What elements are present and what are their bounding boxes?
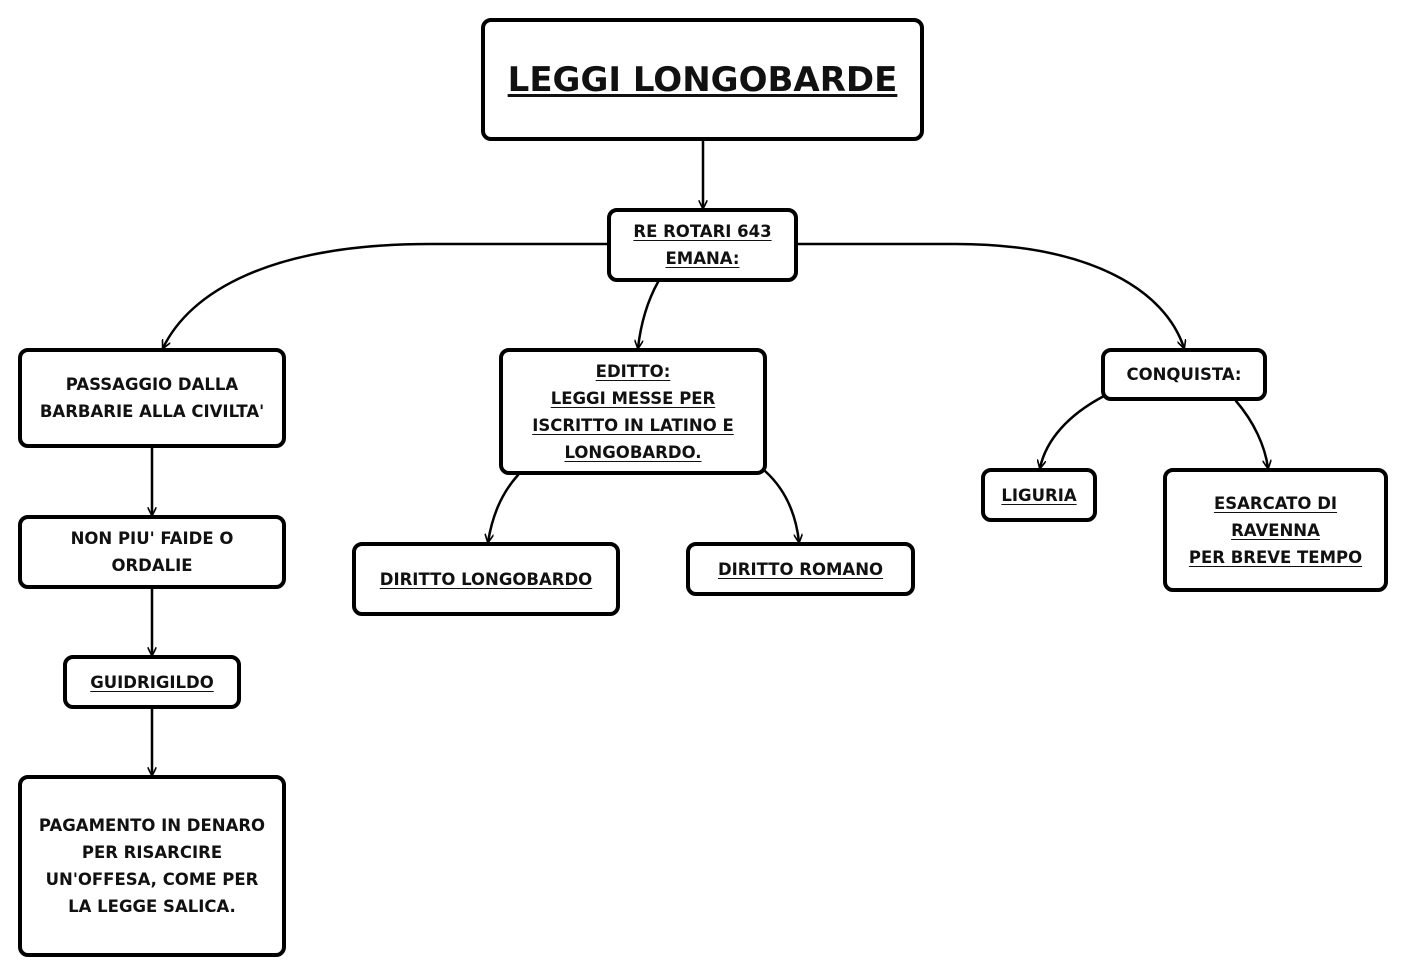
node-passaggio[interactable]: PASSAGGIO DALLA BARBARIE ALLA CIVILTA' <box>18 348 286 448</box>
node-liguria[interactable]: LIGURIA <box>981 468 1097 522</box>
edge-conquista-to-esarcato <box>1234 399 1268 468</box>
title-node[interactable]: LEGGI LONGOBARDE <box>481 18 924 141</box>
node-text-line: LEGGI MESSE PER <box>550 388 716 408</box>
node-text-line: CONQUISTA: <box>1126 365 1242 384</box>
edge-rotari-to-editto <box>638 280 660 348</box>
node-editto[interactable]: EDITTO: LEGGI MESSE PER ISCRITTO IN LATINO… <box>499 348 767 475</box>
node-text-line: ESARCATO DI <box>1213 493 1338 513</box>
node-editto-text: EDITTO: LEGGI MESSE PER ISCRITTO IN LATINO… <box>532 358 734 466</box>
node-pagamento-text: PAGAMENTO IN DENARO PER RISARCIRE UN'OFFES… <box>39 812 265 920</box>
node-text-line: ISCRITTO IN LATINO E <box>532 415 734 435</box>
node-liguria-text: LIGURIA <box>1001 482 1076 509</box>
node-text-line: DIRITTO ROMANO <box>717 559 884 579</box>
node-faide[interactable]: NON PIU' FAIDE O ORDALIE <box>18 515 286 589</box>
node-text-line: PER BREVE TEMPO <box>1188 547 1363 567</box>
node-guidrigildo[interactable]: GUIDRIGILDO <box>63 655 241 709</box>
node-text-line: PER RISARCIRE <box>81 843 223 862</box>
node-diritto-longobardo[interactable]: DIRITTO LONGOBARDO <box>352 542 620 616</box>
node-diritto-longobardo-text: DIRITTO LONGOBARDO <box>380 566 592 593</box>
title-text: LEGGI LONGOBARDE <box>508 60 898 100</box>
node-text-line: GUIDRIGILDO <box>90 672 214 692</box>
node-text-line: UN'OFFESA, COME PER <box>45 870 259 889</box>
node-text-line: LONGOBARDO. <box>564 442 702 462</box>
node-guidrigildo-text: GUIDRIGILDO <box>90 669 214 696</box>
edge-editto-to-diritto-romano <box>763 469 799 542</box>
node-text-line: EMANA: <box>665 249 740 268</box>
edge-rotari-to-passaggio <box>163 242 609 348</box>
node-text-line: RE ROTARI 643 <box>633 222 772 241</box>
node-esarcato-text: ESARCATO DI RAVENNA PER BREVE TEMPO <box>1189 490 1362 571</box>
node-text-line: ORDALIE <box>111 556 193 575</box>
node-text-line: BARBARIE ALLA CIVILTA' <box>39 402 265 421</box>
node-diritto-romano[interactable]: DIRITTO ROMANO <box>686 542 915 596</box>
node-pagamento[interactable]: PAGAMENTO IN DENARO PER RISARCIRE UN'OFFES… <box>18 775 286 957</box>
node-faide-text: NON PIU' FAIDE O ORDALIE <box>71 525 234 579</box>
node-text-line: EDITTO: <box>595 361 671 381</box>
node-text-line: PASSAGGIO DALLA <box>65 375 239 394</box>
node-passaggio-text: PASSAGGIO DALLA BARBARIE ALLA CIVILTA' <box>40 371 264 425</box>
node-text-line: PAGAMENTO IN DENARO <box>38 816 266 835</box>
node-conquista[interactable]: CONQUISTA: <box>1101 348 1267 401</box>
node-text-line: LA LEGGE SALICA. <box>68 897 236 916</box>
node-diritto-romano-text: DIRITTO ROMANO <box>718 556 883 583</box>
node-esarcato[interactable]: ESARCATO DI RAVENNA PER BREVE TEMPO <box>1163 468 1388 592</box>
edge-editto-to-diritto-longobardo <box>488 473 520 542</box>
edge-conquista-to-liguria <box>1040 394 1106 468</box>
edge-rotari-to-conquista <box>796 242 1184 348</box>
node-text-line: RAVENNA <box>1231 520 1320 540</box>
node-text-line: LIGURIA <box>1001 485 1077 505</box>
node-text-line: LEGGI LONGOBARDE <box>507 59 898 100</box>
node-text-line: DIRITTO LONGOBARDO <box>379 569 593 589</box>
node-conquista-text: CONQUISTA: <box>1126 361 1241 388</box>
node-text-line: NON PIU' FAIDE O <box>70 529 234 548</box>
